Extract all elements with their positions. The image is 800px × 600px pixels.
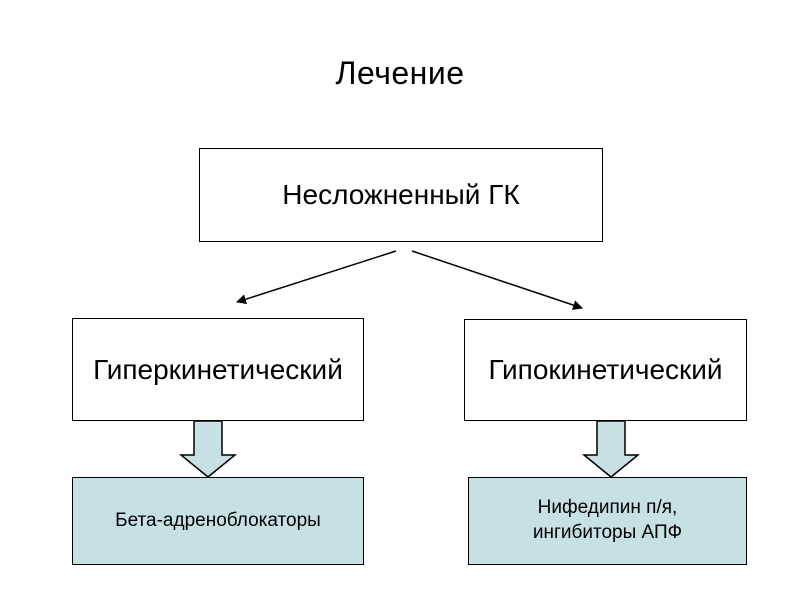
node-treatment-nifedipine-ace: Нифедипин п/я, ингибиторы АПФ (468, 477, 747, 565)
block-arrow-down-left (178, 420, 238, 478)
node-treatment-beta-blockers: Бета-адреноблокаторы (72, 477, 364, 565)
node-hyperkinetic: Гиперкинетический (72, 318, 364, 421)
block-arrow-down-right (581, 420, 641, 478)
node-hyperkinetic-label: Гиперкинетический (93, 353, 343, 385)
slide-title: Лечение (335, 55, 465, 91)
node-uncomplicated-gk: Несложненный ГК (199, 148, 603, 242)
connector-arrow-left (236, 250, 397, 305)
node-uncomplicated-gk-label: Несложненный ГК (282, 179, 520, 210)
node-treatment-nifedipine-ace-label: Нифедипин п/я, ингибиторы АПФ (532, 497, 683, 543)
node-hypokinetic-label: Гипокинетический (488, 354, 723, 385)
connector-arrow-right (411, 250, 583, 310)
node-hypokinetic: Гипокинетический (464, 319, 747, 421)
node-treatment-beta-blockers-label: Бета-адреноблокаторы (115, 509, 321, 531)
